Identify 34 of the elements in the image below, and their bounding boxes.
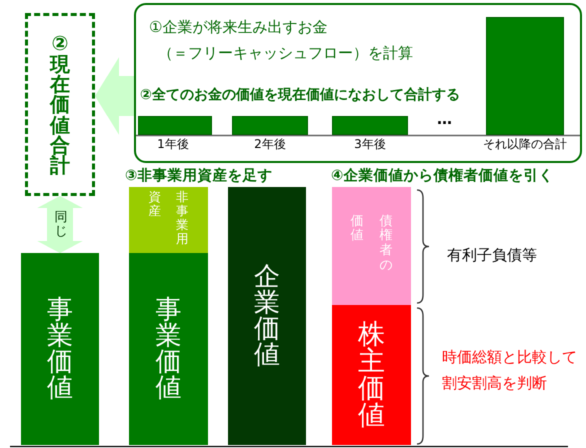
vertical-label: 企業価値 — [253, 264, 281, 368]
dashed-box — [25, 13, 95, 196]
edge-label: ②全てのお金の価値を現在価値になおして合計する — [140, 87, 460, 104]
ellipsis: … — [437, 110, 452, 128]
bar — [232, 116, 308, 135]
bar — [332, 116, 408, 135]
vertical-label: 事業価値 — [154, 297, 182, 401]
bar-segment — [332, 187, 411, 305]
note-text: 時価総額と比較して割安割高を判断 — [442, 347, 577, 394]
bar — [228, 187, 306, 445]
step-heading: ④企業価値から債権者価値を引く — [331, 166, 554, 185]
axis-label: 2年後 — [253, 136, 287, 153]
vertical-label: 非事業用資産 — [147, 190, 190, 248]
step-heading: ③非事業用資産を足す — [125, 166, 272, 185]
double-arrow — [37, 196, 83, 253]
chart-panel — [134, 3, 582, 163]
bar-segment — [129, 187, 208, 253]
axis-label: 1年後 — [156, 136, 190, 153]
brace-label: 有利子負債等 — [447, 246, 537, 265]
panel-text: （＝フリーキャッシュフロー）を計算 — [158, 44, 413, 63]
axis-label: それ以降の合計 — [482, 136, 568, 153]
panel-text: ①企業が将来生み出すお金 — [149, 18, 328, 37]
axis-label: 3年後 — [353, 136, 387, 153]
vertical-label: 事業価値 — [46, 297, 74, 401]
bar — [138, 116, 212, 135]
edge-label: 同じ — [53, 211, 68, 240]
box-title: ②現在価値合計 — [48, 33, 71, 176]
bar-segment — [129, 253, 208, 445]
block-arrow — [95, 57, 134, 135]
bar — [21, 253, 99, 445]
vertical-label: 株主価値 — [356, 321, 386, 429]
bar — [486, 17, 564, 135]
vertical-label: 債権者の価値 — [350, 214, 394, 275]
bar-segment — [332, 305, 411, 445]
